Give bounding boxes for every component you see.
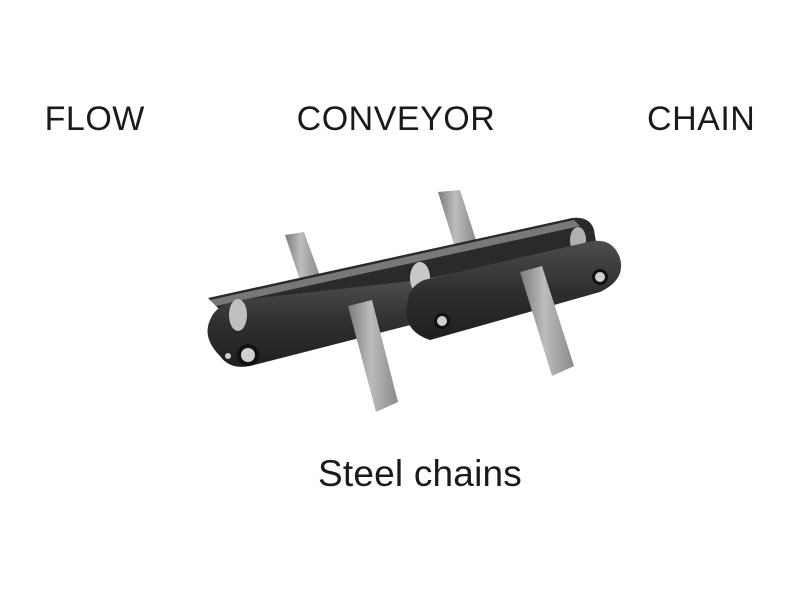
front-plate-right — [406, 240, 622, 340]
bolt-hole-left-inner — [241, 348, 255, 362]
back-flight-left — [285, 232, 320, 280]
conveyor-chain-illustration — [207, 190, 622, 412]
bolt-hole-middle-inner — [437, 316, 447, 326]
page-title: FLOW CONVEYOR CHAIN — [44, 100, 756, 138]
front-plate-left — [207, 280, 430, 367]
bolt-hole-right-inner — [595, 272, 605, 282]
plate-dot — [225, 353, 231, 359]
back-flight-right — [438, 190, 476, 244]
front-flight-right — [520, 266, 574, 376]
roller-left — [229, 299, 247, 331]
caption: Steel chains — [318, 453, 522, 494]
chain-top-edge — [210, 220, 580, 306]
front-flight-left — [348, 300, 398, 412]
